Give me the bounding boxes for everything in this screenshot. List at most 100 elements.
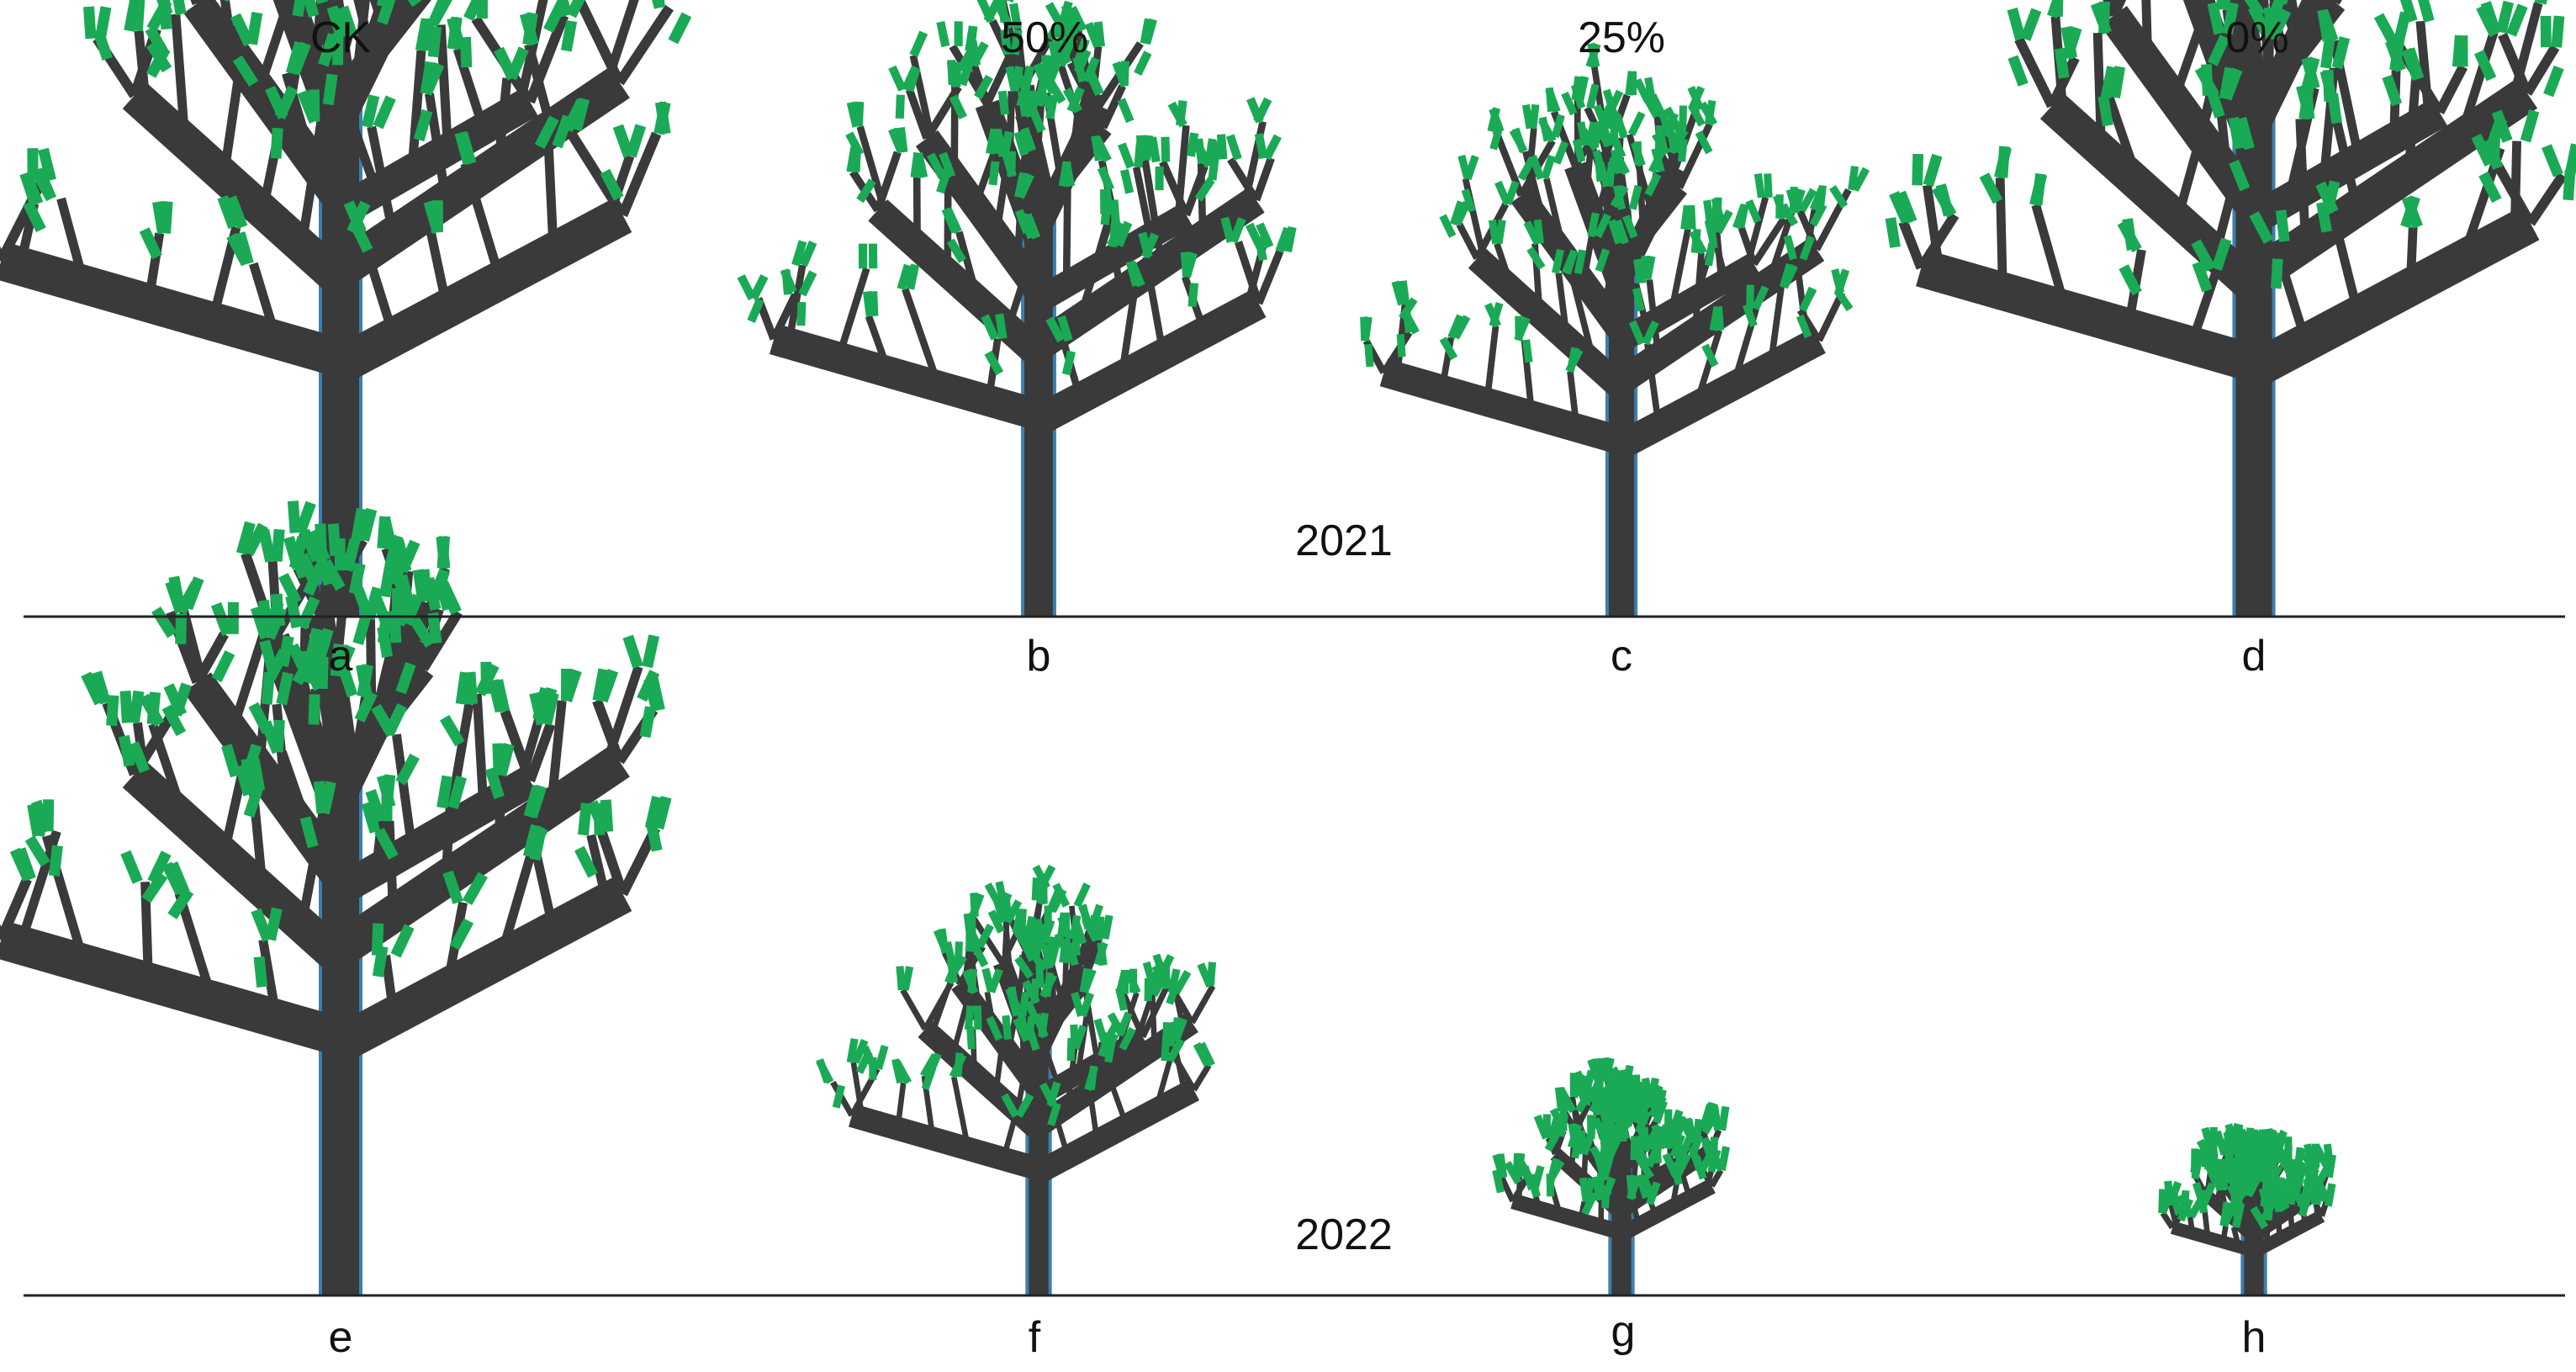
branch [564, 127, 627, 218]
leaf [2301, 56, 2320, 90]
leaf [175, 613, 187, 644]
leaf [1538, 116, 1552, 142]
leaf [2373, 13, 2399, 46]
leaf [377, 626, 394, 658]
leaf [2097, 95, 2113, 127]
leaf [1052, 39, 1072, 66]
leaf [2506, 3, 2528, 37]
leaf [668, 12, 692, 45]
leaf [1452, 315, 1471, 340]
leaf [258, 528, 277, 563]
leaf [1614, 219, 1629, 245]
branch [219, 775, 246, 856]
leaf [1097, 166, 1114, 192]
leaf [592, 668, 610, 702]
leaf [2298, 1193, 2313, 1217]
leaf [1889, 191, 1912, 225]
leaf [235, 521, 256, 555]
leaf [484, 766, 505, 799]
branch [2456, 30, 2499, 140]
leaf [2476, 4, 2500, 38]
branch [1456, 222, 1481, 260]
branch [1816, 291, 1846, 342]
branch [2100, 6, 2267, 220]
leaf [1935, 183, 1954, 217]
leaf [901, 65, 920, 92]
leaf [2543, 65, 2564, 98]
leaf [48, 845, 63, 877]
leaf [1489, 301, 1504, 327]
branch [2510, 140, 2521, 232]
leaf [1391, 280, 1406, 306]
leaf [1709, 305, 1722, 331]
leaf [1848, 165, 1859, 191]
leaf [401, 593, 424, 627]
leaf [463, 0, 484, 21]
leaf [81, 671, 105, 706]
leaf [1699, 1104, 1714, 1130]
branch [174, 891, 217, 1002]
leaf [1714, 209, 1733, 235]
leaf [251, 908, 273, 942]
branch [1555, 273, 1571, 340]
leaf [1552, 140, 1569, 165]
leaf [1144, 971, 1159, 997]
leaf [139, 693, 165, 728]
leaf [2478, 171, 2502, 204]
leaf [1114, 220, 1133, 247]
branch [1380, 331, 1413, 375]
leaf [287, 501, 301, 533]
leaf [1396, 333, 1406, 358]
leaf [1529, 154, 1545, 180]
branch [1713, 231, 1725, 283]
leaf [2098, 1, 2110, 34]
leaf [2261, 1143, 2281, 1167]
leaf [1692, 1155, 1707, 1180]
leaf [1574, 249, 1587, 275]
branch [255, 0, 294, 91]
leaf [909, 30, 928, 57]
branch [2415, 20, 2434, 119]
leaf [314, 628, 334, 662]
branch [1032, 204, 1193, 312]
leaf [1648, 93, 1667, 119]
leaf [299, 816, 319, 849]
leaf [2399, 0, 2418, 24]
branch [830, 1080, 855, 1117]
branch [1796, 209, 1820, 252]
branch [983, 52, 1014, 106]
leaf [1487, 107, 1501, 133]
branch [2243, 77, 2538, 293]
leaf [1002, 1014, 1012, 1040]
branch [2303, 0, 2320, 29]
branch [183, 0, 355, 211]
leaf [1457, 154, 1472, 180]
branch [1132, 166, 1154, 237]
leaf [921, 1066, 937, 1091]
leaf [888, 65, 907, 92]
leaf [294, 501, 316, 535]
leaf [1628, 184, 1642, 210]
leaf [464, 671, 479, 705]
branch [381, 954, 399, 1017]
leaf [967, 968, 978, 993]
leaf [1600, 1073, 1618, 1099]
leaf [1521, 103, 1534, 130]
leaf [1582, 1069, 1595, 1095]
branch [1031, 289, 1267, 435]
leaf [1492, 1169, 1505, 1194]
leaf [1193, 141, 1213, 168]
leaf [1161, 1022, 1172, 1046]
leaf [2324, 1183, 2336, 1207]
branch [0, 877, 32, 942]
branch [288, 0, 308, 40]
leaf [1101, 914, 1113, 940]
branch [971, 152, 997, 207]
year-label-2022: 2022 [1295, 1210, 1393, 1259]
branch [546, 700, 567, 808]
leaf [1567, 1123, 1583, 1149]
leaf [949, 1053, 967, 1078]
leaf [1570, 1135, 1584, 1159]
leaf [1796, 314, 1812, 339]
leaf [1093, 1018, 1108, 1044]
